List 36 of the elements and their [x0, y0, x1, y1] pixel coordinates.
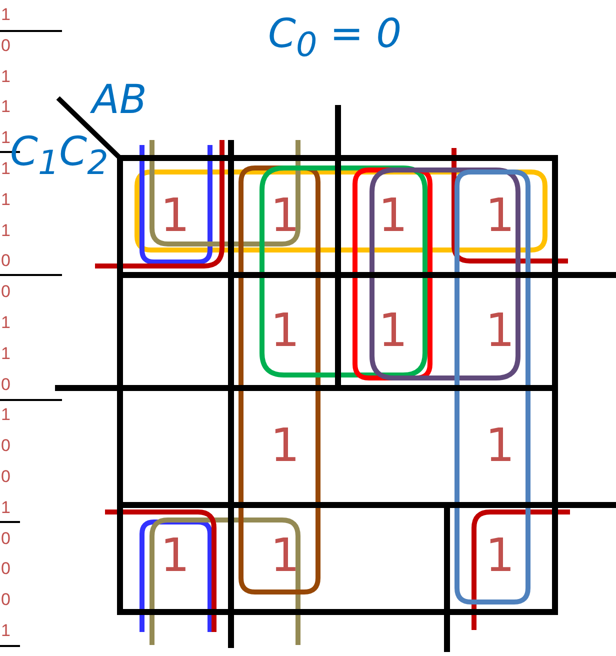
- bit-value: 0: [1, 437, 10, 454]
- bit-value: 0: [1, 530, 10, 547]
- bit-value: 1: [1, 160, 10, 177]
- cell-value: 1: [270, 532, 300, 578]
- bit-value: 1: [1, 6, 10, 23]
- bit-value: 0: [1, 591, 10, 608]
- bit-value: 1: [1, 314, 10, 331]
- bit-value: 0: [1, 36, 10, 54]
- bit-value: 0: [1, 376, 10, 393]
- cell-value: 1: [270, 192, 300, 238]
- cell-value: 1: [485, 192, 515, 238]
- bit-value: 1: [1, 622, 10, 639]
- bit-value: 1: [1, 129, 10, 146]
- bit-value: 0: [1, 283, 10, 300]
- map-title: C$_{0}$ = 0: [268, 14, 402, 62]
- cell-value: 1: [270, 422, 300, 468]
- bit-value: 1: [1, 498, 10, 516]
- bit-value: 1: [1, 68, 10, 85]
- bit-value: 0: [1, 468, 10, 485]
- bit-value: 1: [1, 406, 10, 424]
- cell-value: 1: [160, 532, 190, 578]
- variable-label: C$_{1}$C$_{2}$: [10, 132, 108, 180]
- cell-value: 1: [485, 422, 515, 468]
- bit-value: 1: [1, 222, 10, 239]
- bit-value: 0: [1, 252, 10, 270]
- bit-value: 1: [1, 98, 10, 116]
- bit-value: 1: [1, 190, 10, 208]
- bit-value: 1: [1, 344, 10, 362]
- cell-value: 1: [378, 192, 408, 238]
- cell-value: 1: [485, 532, 515, 578]
- bit-value: 0: [1, 560, 10, 578]
- cell-value: 1: [160, 192, 190, 238]
- cell-value: 1: [485, 307, 515, 353]
- cell-value: 1: [378, 307, 408, 353]
- cell-value: 1: [270, 307, 300, 353]
- variable-label: AB: [92, 80, 147, 120]
